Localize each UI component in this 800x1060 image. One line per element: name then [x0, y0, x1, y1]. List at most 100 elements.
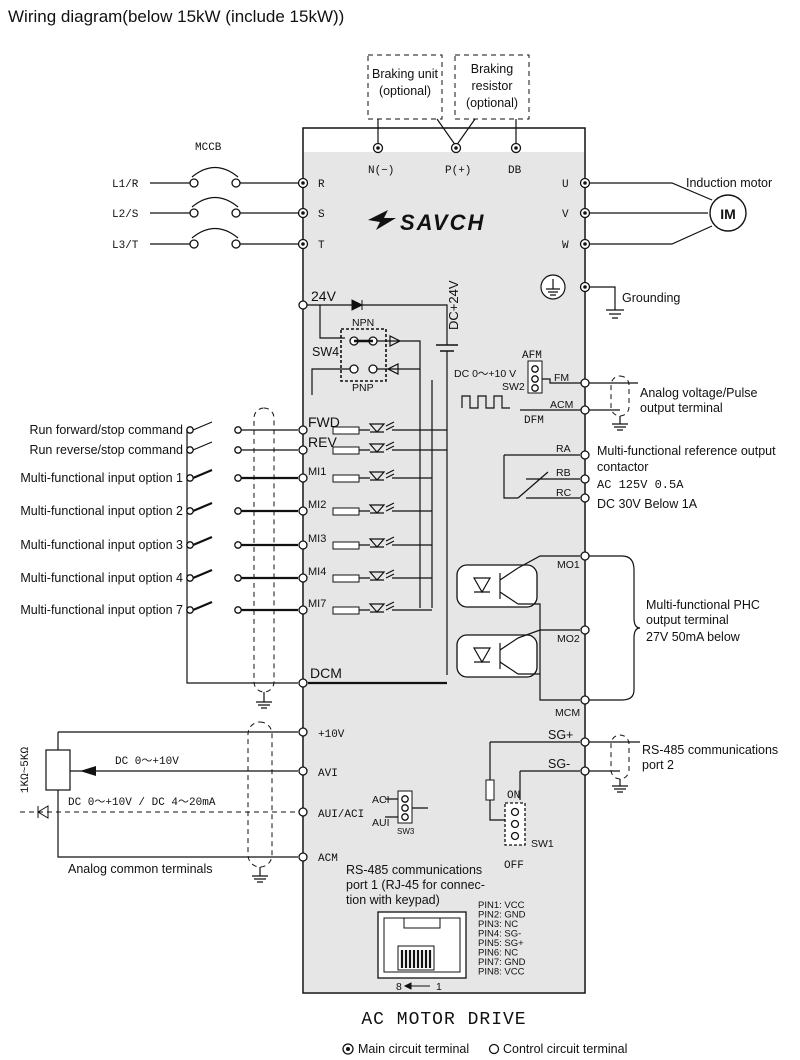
braking-resistor-box: [454, 54, 530, 120]
savch-logo: SAVCH: [368, 210, 485, 235]
terminal-24v: [298, 300, 308, 310]
control-terminal-legend-icon: [488, 1043, 500, 1055]
label-sw4: SW4: [312, 345, 339, 359]
terminal-acm: ACM: [550, 399, 573, 411]
label-10v: +10V: [318, 729, 345, 741]
rj45-port-icon: [377, 911, 467, 979]
relay-desc-2: contactor: [597, 460, 648, 474]
input-terminal-label: MI2: [308, 499, 326, 511]
label-mo1: MO1: [557, 559, 580, 571]
label-on: ON: [507, 790, 520, 802]
terminal-mi2: [298, 506, 308, 516]
label-sw3: SW3: [397, 827, 415, 836]
input-terminal-label: MI4: [308, 566, 326, 578]
terminal-r: R: [318, 179, 325, 191]
terminal-fm: FM: [554, 372, 569, 384]
label-aci: ACI: [372, 794, 390, 806]
label-acm-in: ACM: [318, 853, 338, 865]
label-aui: AUI: [372, 817, 390, 829]
terminal-t: T: [318, 240, 325, 252]
braking-unit-box: [367, 54, 443, 120]
label-pnp: PNP: [352, 382, 374, 394]
label-p: P(+): [445, 165, 471, 177]
braking-unit-label: Braking unit: [372, 67, 439, 81]
label-avi: AVI: [318, 768, 338, 780]
motor-wires: [590, 182, 713, 245]
analog-dc-2: DC 0～+10V / DC 4～20mA: [68, 797, 216, 809]
terminal-v: V: [562, 209, 569, 221]
rj45-pin-2: PIN2: GND: [478, 910, 526, 921]
phc-desc-3: 27V 50mA below: [646, 630, 741, 644]
phc-desc-1: Multi-functional PHC: [646, 598, 760, 612]
label-mo2: MO2: [557, 633, 580, 645]
sw4-switch[interactable]: [340, 328, 387, 382]
braking-resistor-label-2: resistor: [472, 79, 513, 93]
legend-main: Main circuit terminal: [358, 1042, 469, 1056]
label-npn: NPN: [352, 317, 374, 329]
drive-name: AC MOTOR DRIVE: [361, 1010, 526, 1030]
input-terminal-label: MI1: [308, 466, 326, 478]
input-terminal-label: REV: [308, 434, 337, 450]
label-aui-aci: AUI/ACI: [318, 809, 364, 821]
braking-resistor-label-3: (optional): [466, 96, 518, 110]
label-rb: RB: [556, 467, 571, 479]
relay-contact: [503, 454, 580, 499]
supply-l3: L3/T: [112, 240, 139, 252]
input-command-label: Multi-functional input option 1: [20, 471, 183, 485]
phc-bracket: [589, 555, 641, 701]
brand-text: SAVCH: [400, 210, 485, 235]
terminal-rev: [298, 445, 308, 455]
optocoupler-1: [456, 564, 538, 608]
supply-l2: L2/S: [112, 209, 139, 221]
terminal-mi3: [298, 540, 308, 550]
label-sw1: SW1: [531, 838, 554, 850]
label-dcm: DCM: [310, 665, 342, 681]
legend-control: Control circuit terminal: [503, 1042, 627, 1056]
diagram-title: Wiring diagram(below 15kW (include 15kW)…: [8, 7, 344, 26]
label-rc: RC: [556, 487, 572, 499]
input-row-rev: Run reverse/stop command REV: [29, 434, 447, 457]
terminator-resistor: [485, 779, 495, 801]
terminal-w: W: [562, 240, 569, 252]
rs485-port1-desc-2: port 1 (RJ-45 for connec-: [346, 878, 485, 892]
label-dc24v: DC+24V: [446, 280, 461, 330]
input-command-label: Run reverse/stop command: [29, 443, 183, 457]
terminal-mi4: [298, 573, 308, 583]
braking-wires: [377, 118, 517, 147]
rj45-pin-5: PIN5: SG+: [478, 938, 524, 949]
label-afm: AFM: [522, 350, 542, 362]
analog-common-label: Analog common terminals: [68, 862, 213, 876]
pin-8-label: 8: [396, 981, 402, 993]
relay-desc-4: DC 30V Below 1A: [597, 497, 698, 511]
label-mcm: MCM: [555, 707, 580, 719]
label-db: DB: [508, 165, 522, 177]
input-terminal-label: MI7: [308, 598, 326, 610]
bus-terminals: [372, 142, 522, 154]
mccb-breaker: [150, 166, 300, 249]
rj45-pin-7: PIN7: GND: [478, 957, 526, 968]
terminal-s: S: [318, 209, 325, 221]
pot-label: 1KΩ~5KΩ: [20, 747, 32, 794]
input-row-mi1: Multi-functional input option 1 MI1: [20, 466, 432, 485]
terminal-dcm: [298, 678, 308, 688]
motor-icon: [709, 194, 747, 232]
supply-l1: L1/R: [112, 179, 139, 191]
input-row-mi4: Multi-functional input option 4 MI4: [20, 566, 432, 585]
input-command-label: Run forward/stop command: [29, 423, 183, 437]
terminal-u: U: [562, 179, 569, 191]
potentiometer: [45, 749, 71, 791]
label-afm-dc: DC 0～+10 V: [454, 368, 516, 380]
input-command-label: Multi-functional input option 4: [20, 571, 183, 585]
grounding-label: Grounding: [622, 291, 680, 305]
analog-output-label-1: Analog voltage/Pulse: [640, 386, 757, 400]
output-terminals: [579, 177, 591, 250]
label-sg-plus: SG+: [548, 728, 573, 742]
rj45-pin-6: PIN6: NC: [478, 948, 518, 959]
label-sg-minus: SG-: [548, 757, 570, 771]
terminal-mi7: [298, 605, 308, 615]
pin-1-label: 1: [436, 981, 442, 993]
rj45-pin-1: PIN1: VCC: [478, 900, 525, 911]
